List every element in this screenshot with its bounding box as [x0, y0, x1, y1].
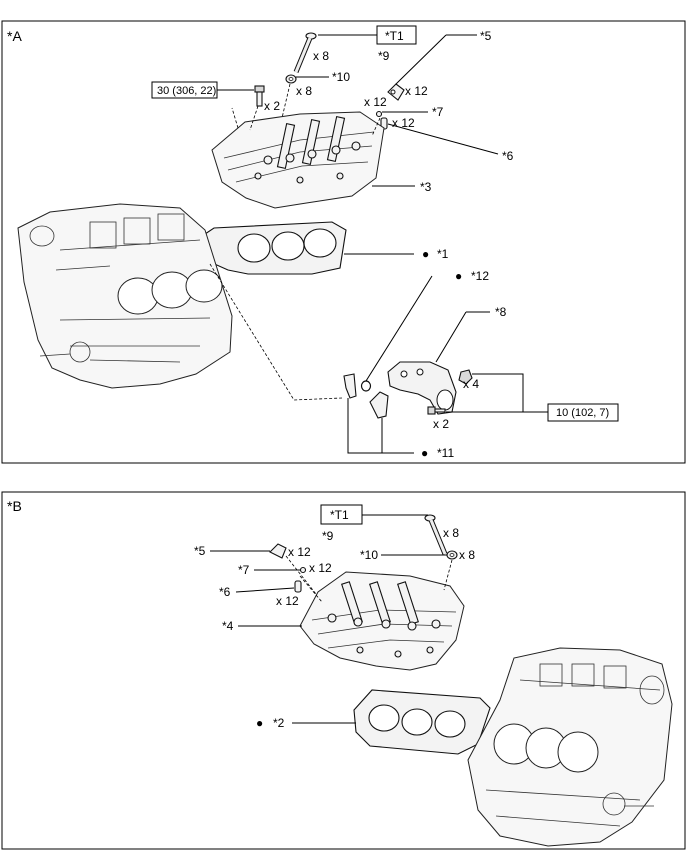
- panel-a-part-11-gasket-left: [343, 373, 357, 399]
- panel-a-torque-1: 30 (306, 22): [157, 85, 216, 97]
- panel-a-callout-8: *8: [495, 305, 507, 319]
- panel-b-head-gasket: [353, 689, 491, 755]
- panel-a-guide-3: [281, 83, 291, 119]
- panel-a-p8-leader-a: [435, 311, 467, 363]
- panel-a-nut: [458, 369, 473, 385]
- panel-a-bullet-1: ●: [422, 247, 429, 261]
- panel-a-guide-4: [249, 105, 259, 131]
- panel-a-callout-12: *12: [471, 269, 489, 283]
- panel-a-guide-5: [371, 117, 381, 137]
- panel-a-p11-leader-a: [347, 398, 414, 454]
- panel-a-callout-10: *10: [332, 70, 350, 84]
- panel-b-head-bolt: [424, 514, 448, 555]
- panel-b-bullet-2: ●: [256, 716, 263, 730]
- panel-b-guide-3: [285, 555, 317, 595]
- panel-b-callout-5: *5: [194, 544, 206, 558]
- panel-b-callout-9: *9: [322, 529, 334, 543]
- panel-a-engine-block: [17, 203, 233, 389]
- panel-b-callout-6: *6: [219, 585, 231, 599]
- panel-a-callout-5: *5: [480, 29, 492, 43]
- panel-b-guide-1: [443, 559, 453, 591]
- panel-b-qty-bolt: x 8: [443, 526, 459, 540]
- panel-a-part-11-gasket-right: [369, 391, 389, 419]
- panel-b-label: *B: [7, 498, 22, 514]
- panel-b-qty-p7: x 12: [309, 561, 332, 575]
- panel-a-callout-9: *9: [378, 49, 390, 63]
- panel-b-guide-2: [299, 575, 323, 603]
- panel-b-qty-washer: x 8: [459, 548, 475, 562]
- panel-b-callout-2: *2: [273, 716, 285, 730]
- panel-a-small-bolt: [427, 406, 446, 415]
- panel-b-callout-4: *4: [222, 619, 234, 633]
- panel-a-part-5-rocker: [387, 83, 405, 101]
- panel-a-cylinder-head: [211, 111, 385, 209]
- panel-a-qty-bolt: x 8: [313, 49, 329, 63]
- panel-a-torque-2-bracket-a: [472, 373, 524, 412]
- panel-a-guide-1: [209, 263, 343, 401]
- panel-a-stud-bolt: [254, 85, 265, 107]
- panel-a-qty-p5: x 12: [405, 84, 428, 98]
- panel-a-head-gasket: [201, 221, 347, 275]
- panel-b-p6-leader: [235, 587, 295, 593]
- panel-a-qty-stud: x 2: [264, 99, 280, 113]
- panel-a-p6-leader: [387, 123, 499, 155]
- panel-b-engine-block: [467, 647, 673, 847]
- panel-a-torque-2: 10 (102, 7): [556, 407, 609, 419]
- panel-a-guide-2: [231, 107, 239, 129]
- panel-a-torque-box-2: [547, 403, 619, 422]
- panel-a-bullet-12: ●: [455, 269, 462, 283]
- panel-b-part-6-lifter: [294, 580, 302, 593]
- panel-b-frame: [1, 491, 686, 850]
- panel-a-callout-1: *1: [437, 247, 449, 261]
- panel-a-part-12-oring: [360, 380, 372, 392]
- panel-a-bullet-11: ●: [421, 446, 428, 460]
- panel-a-p12-leader: [365, 275, 433, 382]
- panel-a-part-8-water-outlet: [387, 361, 457, 415]
- panel-b-callout-7: *7: [238, 563, 250, 577]
- panel-a-frame: [1, 20, 686, 464]
- panel-a-callout-11: *11: [437, 446, 454, 460]
- panel-a-qty-nut: x 4: [463, 377, 479, 391]
- panel-b-qty-p5: x 12: [288, 545, 311, 559]
- panel-a-qty-small-bolt: x 2: [433, 417, 449, 431]
- panel-a-callout-3: *3: [420, 180, 432, 194]
- panel-b-cylinder-head: [299, 571, 465, 671]
- panel-b-part-7-ball: [299, 566, 307, 574]
- panel-a-qty-washer: x 8: [296, 84, 312, 98]
- panel-a-callout-7: *7: [432, 105, 444, 119]
- panel-a-tool-tag: *T1: [385, 29, 404, 43]
- panel-a-qty-p7: x 12: [364, 95, 387, 109]
- panel-a-callout-6: *6: [502, 149, 514, 163]
- panel-b-callout-10: *10: [360, 548, 378, 562]
- panel-b-tool-tag: *T1: [330, 508, 349, 522]
- panel-a-p5-leader-a: [395, 34, 447, 85]
- panel-a-label: *A: [7, 28, 22, 44]
- panel-b-part-5-rocker: [269, 543, 287, 559]
- panel-b-qty-p6: x 12: [276, 594, 299, 608]
- panel-a-part-7-ball: [375, 110, 383, 118]
- panel-a-head-bolt: [293, 32, 317, 73]
